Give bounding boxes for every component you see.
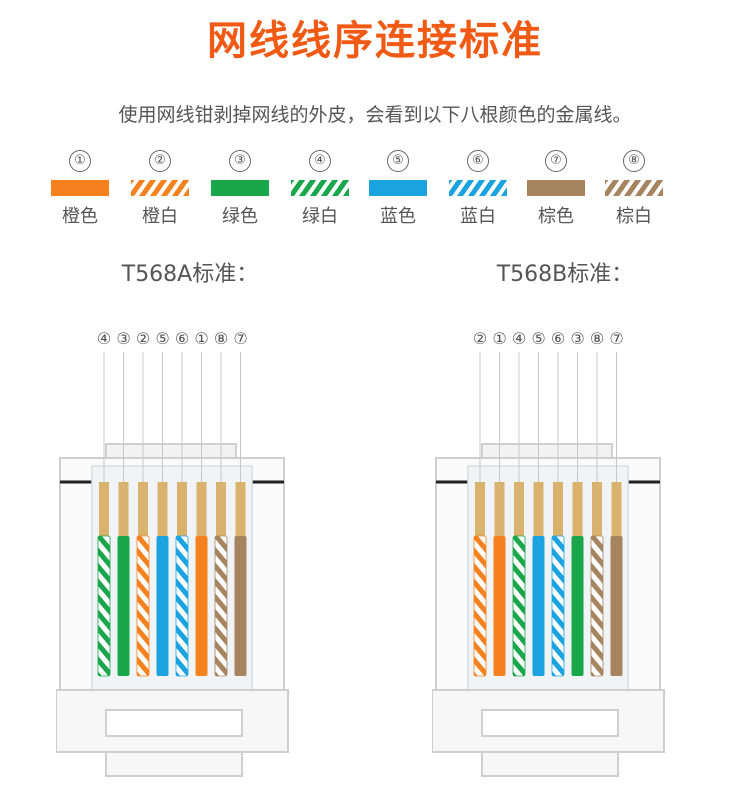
pin-number: ② bbox=[473, 329, 487, 348]
wire bbox=[234, 536, 247, 676]
pin-number: ④ bbox=[97, 329, 111, 348]
gold-contact bbox=[138, 482, 148, 538]
standard-title-b: T568B标准： bbox=[496, 262, 634, 287]
connector-slot bbox=[105, 709, 243, 737]
wire bbox=[512, 535, 526, 677]
legend-label: 棕色 bbox=[538, 206, 574, 227]
legend-label: 绿白 bbox=[302, 206, 338, 227]
legend-number: ④ bbox=[309, 150, 331, 172]
legend-swatch bbox=[131, 180, 189, 196]
legend-item: ⑦ 棕色 bbox=[516, 150, 596, 228]
pin-number: ⑥ bbox=[175, 329, 189, 348]
legend-item: ① 橙色 bbox=[40, 150, 120, 228]
legend-swatch bbox=[291, 180, 349, 196]
standard-title-a: T568A标准： bbox=[121, 262, 259, 287]
legend-item: ⑥ 蓝白 bbox=[438, 150, 518, 228]
pin-number: ① bbox=[194, 329, 208, 348]
wire bbox=[97, 535, 111, 677]
legend-label: 绿色 bbox=[222, 206, 258, 227]
legend-swatch bbox=[527, 180, 585, 196]
pin-number: ⑧ bbox=[590, 329, 604, 348]
legend-label: 棕白 bbox=[616, 206, 652, 227]
pin-number: ⑦ bbox=[233, 329, 247, 348]
legend-swatch bbox=[51, 180, 109, 196]
pin-number: ⑤ bbox=[155, 329, 169, 348]
pin-number: ⑤ bbox=[531, 329, 545, 348]
wire bbox=[214, 535, 228, 677]
legend-number: ① bbox=[69, 150, 91, 172]
legend-number: ③ bbox=[229, 150, 251, 172]
pin-number: ④ bbox=[512, 329, 526, 348]
gold-contact bbox=[572, 482, 583, 538]
gold-contact bbox=[118, 482, 129, 538]
legend-swatch bbox=[369, 180, 427, 196]
legend-item: ⑧ 棕白 bbox=[594, 150, 674, 228]
legend-number: ② bbox=[149, 150, 171, 172]
gold-contact bbox=[99, 482, 109, 538]
pin-number: ② bbox=[136, 329, 150, 348]
legend-item: ③ 绿色 bbox=[200, 150, 280, 228]
legend-label: 蓝色 bbox=[380, 206, 416, 227]
connector-slot bbox=[481, 709, 619, 737]
gold-contact bbox=[196, 482, 207, 538]
connector-inner bbox=[91, 465, 253, 691]
gold-contact bbox=[475, 482, 485, 538]
wire bbox=[195, 536, 208, 676]
connector-tab bbox=[105, 443, 237, 459]
legend-number: ⑤ bbox=[387, 150, 409, 172]
legend-number: ⑧ bbox=[623, 150, 645, 172]
wire bbox=[532, 536, 545, 676]
wire bbox=[473, 535, 487, 677]
wire bbox=[590, 535, 604, 677]
gold-contact bbox=[533, 482, 544, 538]
legend-label: 蓝白 bbox=[460, 206, 496, 227]
legend-number: ⑦ bbox=[545, 150, 567, 172]
legend-number: ⑥ bbox=[467, 150, 489, 172]
pin-number: ⑥ bbox=[551, 329, 565, 348]
legend-label: 橙白 bbox=[142, 206, 178, 227]
gold-contact bbox=[235, 482, 246, 538]
pin-number: ⑦ bbox=[609, 329, 623, 348]
legend-label: 橙色 bbox=[62, 206, 98, 227]
wire bbox=[175, 535, 189, 677]
wire bbox=[551, 535, 565, 677]
pin-number: ⑧ bbox=[214, 329, 228, 348]
pin-number: ③ bbox=[570, 329, 584, 348]
connector-inner bbox=[467, 465, 629, 691]
wire bbox=[571, 536, 584, 676]
pin-number: ③ bbox=[116, 329, 130, 348]
gold-contact bbox=[514, 482, 524, 538]
legend-swatch bbox=[605, 180, 663, 196]
gold-contact bbox=[177, 482, 187, 538]
connector-tab bbox=[481, 443, 613, 459]
gold-contact bbox=[494, 482, 505, 538]
legend-item: ④ 绿白 bbox=[280, 150, 360, 228]
gold-contact bbox=[592, 482, 602, 538]
wire bbox=[156, 536, 169, 676]
legend-swatch bbox=[449, 180, 507, 196]
gold-contact bbox=[157, 482, 168, 538]
page-title: 网线线序连接标准 bbox=[207, 18, 543, 64]
wire bbox=[117, 536, 130, 676]
gold-contact bbox=[553, 482, 563, 538]
legend-item: ② 橙白 bbox=[120, 150, 200, 228]
pin-number: ① bbox=[492, 329, 506, 348]
legend-item: ⑤ 蓝色 bbox=[358, 150, 438, 228]
gold-contact bbox=[216, 482, 226, 538]
connector-boot bbox=[481, 751, 619, 777]
page-subtitle: 使用网线钳剥掉网线的外皮，会看到以下八根颜色的金属线。 bbox=[118, 104, 632, 126]
gold-contact bbox=[611, 482, 622, 538]
connector-boot bbox=[105, 751, 243, 777]
legend-swatch bbox=[211, 180, 269, 196]
wire bbox=[493, 536, 506, 676]
wire bbox=[610, 536, 623, 676]
wire bbox=[136, 535, 150, 677]
